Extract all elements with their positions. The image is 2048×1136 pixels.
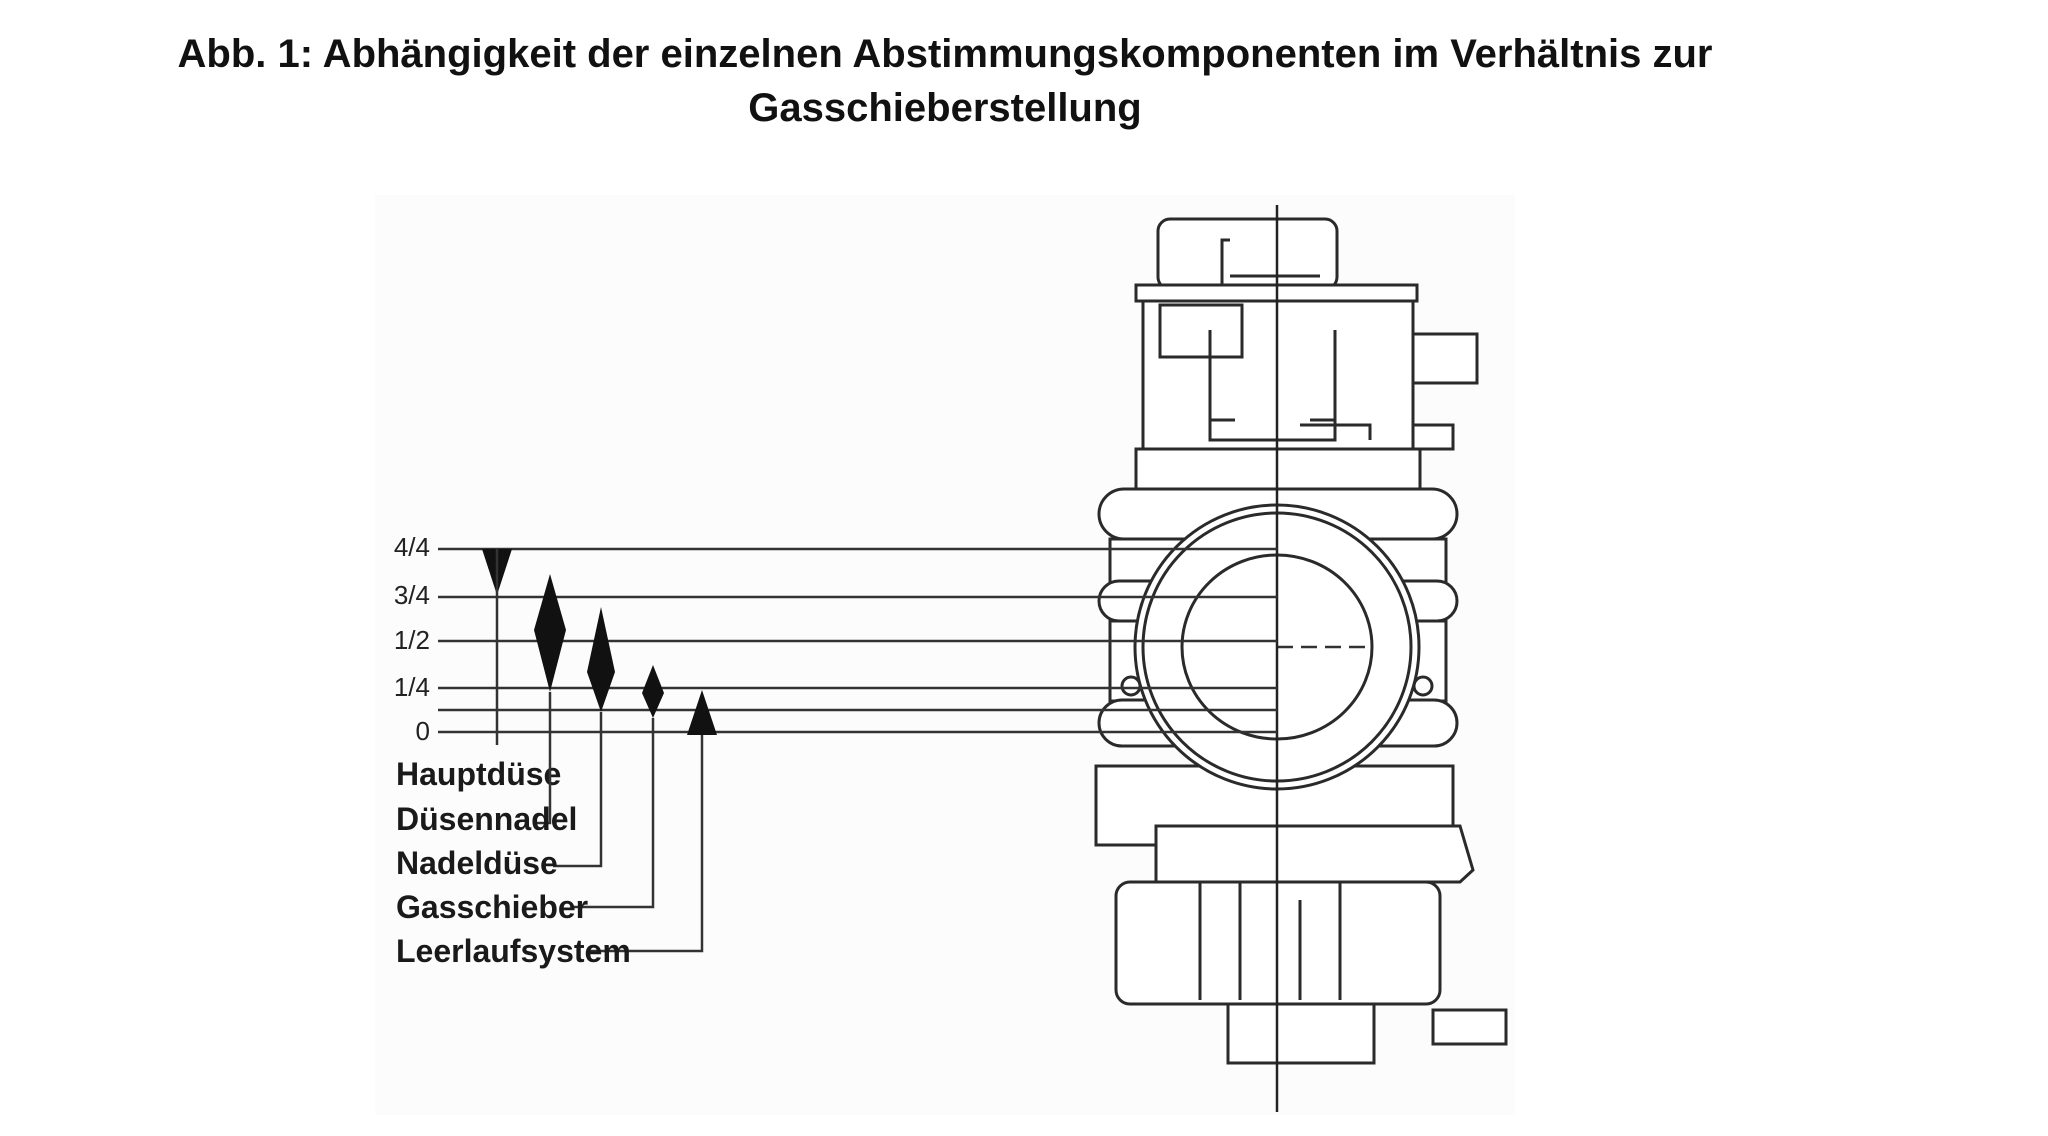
diamond-marker [642,665,664,718]
component-label: Düsennadel [396,801,577,837]
carb-tube-lower [1431,1008,1508,1046]
scale-label-0: 0 [416,716,430,746]
figure-title-line-1: Abb. 1: Abhängigkeit der einzelnen Absti… [177,32,1713,76]
carb-top-cap [1156,217,1339,291]
scale-label-4-4: 4/4 [394,532,430,562]
carburetor-drawing [1094,205,1508,1112]
component-hauptduese: Hauptdüse [396,549,561,792]
component-label: Leerlaufsystem [396,933,631,969]
component-label: Nadeldüse [396,845,558,881]
figure-title-line-2: Gasschieberstellung [748,86,1142,130]
component-label: Gasschieber [396,889,588,925]
carb-tube-upper [1411,332,1479,385]
component-label: Hauptdüse [396,756,561,792]
component-gasschieber: Gasschieber [396,665,664,925]
component-duesennadel: Düsennadel [396,574,577,837]
component-leerlaufsystem: Leerlaufsystem [396,690,717,969]
throttle-scale: 4/4 3/4 1/2 1/4 0 [394,532,1277,746]
scale-label-3-4: 3/4 [394,580,430,610]
component-nadelduese: Nadeldüse [396,607,615,881]
triangle-up-marker [687,690,717,735]
diamond-marker [534,574,566,692]
scale-label-1-4: 1/4 [394,672,430,702]
diamond-marker [587,607,615,712]
carb-bottom [1226,1002,1376,1065]
carb-bowl [1154,824,1475,884]
carb-tube-small [1411,423,1455,451]
scale-label-1-2: 1/2 [394,625,430,655]
